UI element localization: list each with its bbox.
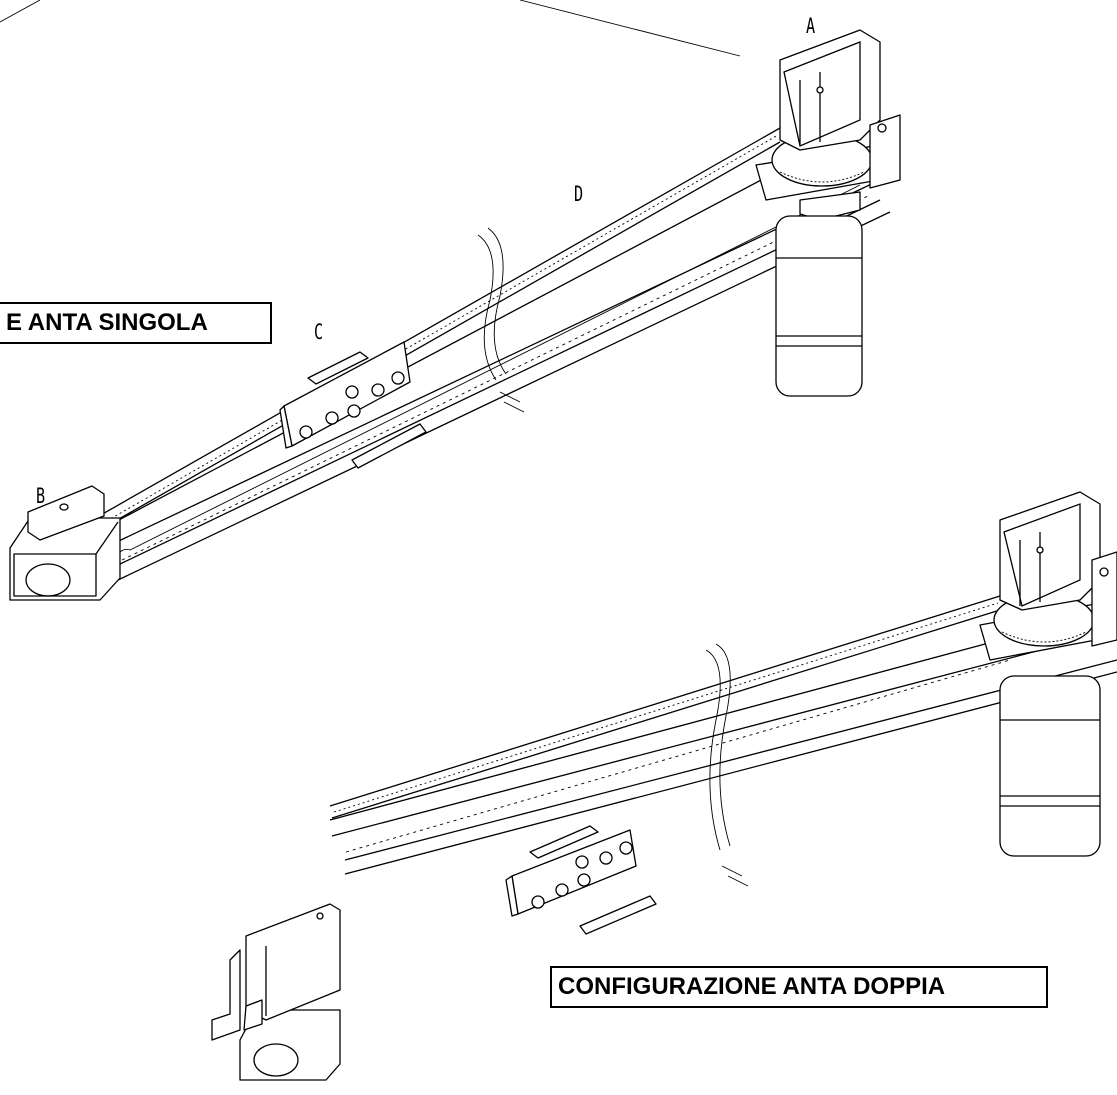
rail-beam-double bbox=[329, 629, 1117, 875]
belt-lower-dashes bbox=[121, 194, 871, 561]
callout-c: C bbox=[314, 320, 324, 344]
leader-line-left bbox=[0, 0, 41, 23]
double-leaf-assembly bbox=[211, 491, 1117, 1081]
break-mark bbox=[477, 227, 525, 413]
break-mark-double bbox=[705, 643, 749, 887]
idler-end-double bbox=[211, 903, 341, 1081]
callout-a: A bbox=[806, 14, 816, 38]
leader-line-top bbox=[519, 0, 741, 57]
toothed-belt-double bbox=[329, 595, 1011, 853]
toothed-belt-upper bbox=[91, 127, 781, 533]
rail-beam bbox=[99, 169, 891, 581]
label-double-leaf: CONFIGURAZIONE ANTA DOPPIA bbox=[550, 966, 1048, 1008]
toothed-belt-lower bbox=[119, 184, 861, 553]
callout-b: B bbox=[36, 484, 46, 508]
callout-d: D bbox=[574, 182, 584, 206]
motor-drive-a bbox=[755, 29, 901, 397]
belt-clamp-carriage bbox=[279, 341, 427, 469]
belt-clamp-carriage-double bbox=[505, 825, 657, 935]
idler-end-b bbox=[9, 485, 121, 601]
label-single-leaf: E ANTA SINGOLA bbox=[0, 302, 272, 344]
single-leaf-assembly bbox=[0, 0, 901, 601]
motor-drive-double bbox=[979, 491, 1117, 857]
